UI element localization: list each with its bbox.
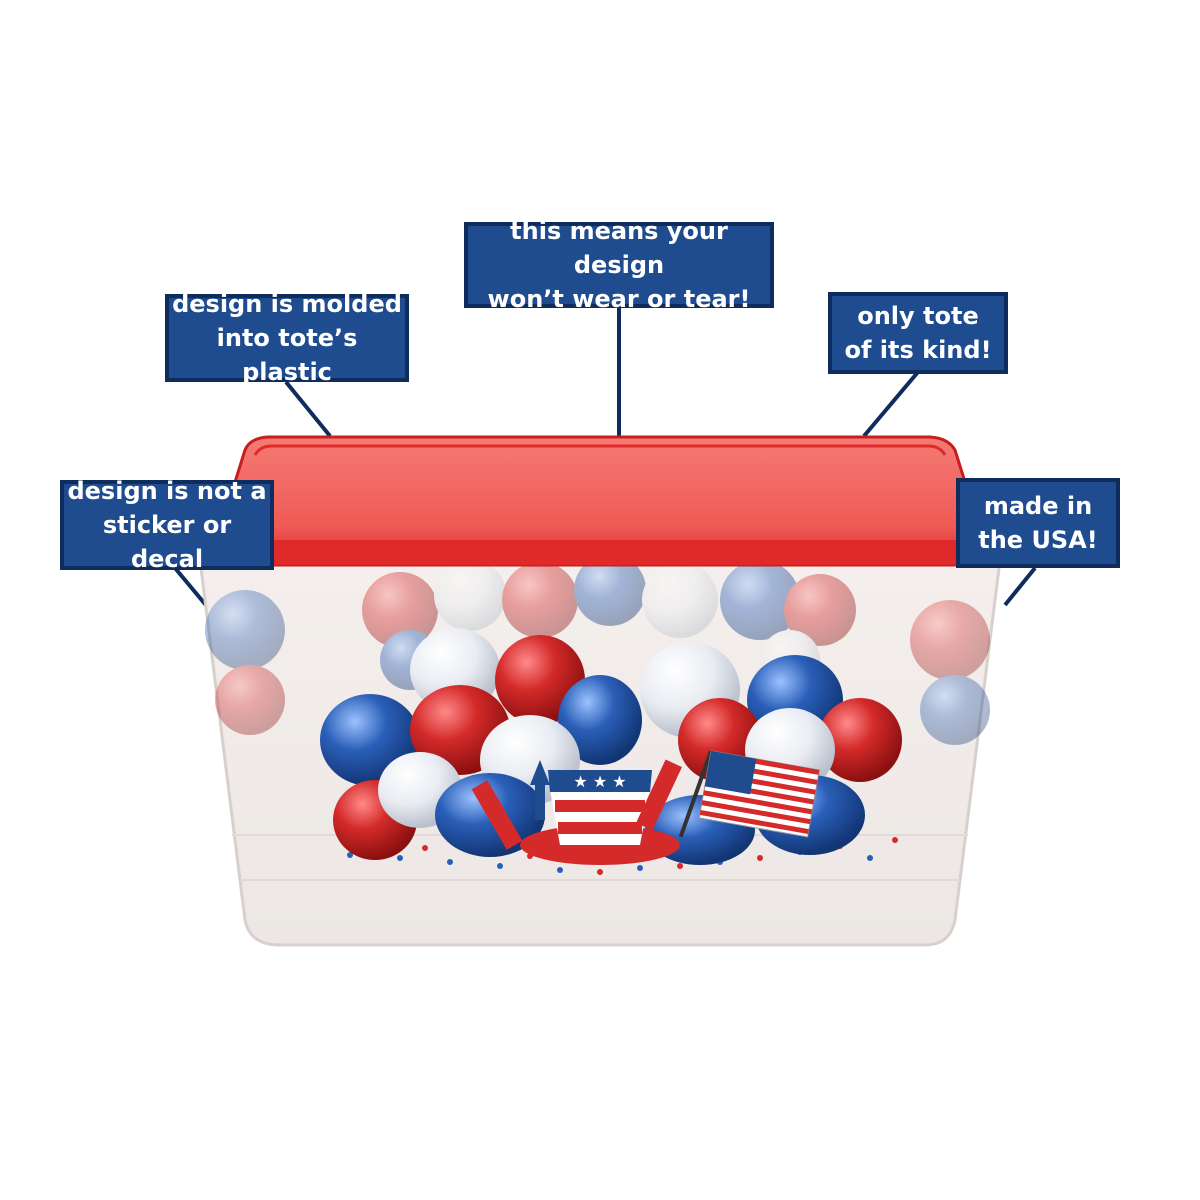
callout-only-line2: of its kind! <box>844 336 992 364</box>
firework-icon <box>471 759 682 850</box>
connector-usa <box>1003 566 1037 607</box>
tote-icon: ★ ★ ★ <box>198 554 1002 947</box>
flag-icon <box>678 750 820 838</box>
callout-molded-line1: design is molded <box>172 290 402 318</box>
callout-wear: this means your design won’t wear or tea… <box>466 217 772 313</box>
lid-icon <box>217 435 983 567</box>
callout-connectors <box>173 306 1037 612</box>
callout-molded: design is molded into tote’s plastic <box>167 290 407 386</box>
callout-molded-line2: into tote’s plastic <box>216 324 358 386</box>
callout-only: only tote of its kind! <box>830 294 1006 372</box>
svg-text:★ ★ ★: ★ ★ ★ <box>573 772 626 791</box>
connector-only <box>862 370 920 438</box>
callout-wear-line2: won’t wear or tear! <box>487 285 751 313</box>
callout-only-line1: only tote <box>857 302 979 330</box>
callout-sticker: design is not a sticker or decal <box>62 477 272 573</box>
callout-usa-line1: made in <box>983 492 1093 520</box>
callout-usa-line2: the USA! <box>978 526 1098 554</box>
callout-wear-line1: this means your design <box>510 217 728 279</box>
connector-molded <box>284 380 332 438</box>
callout-sticker-line2: sticker or decal <box>102 511 232 573</box>
callout-sticker-line1: design is not a <box>67 477 267 505</box>
callout-usa: made in the USA! <box>958 480 1118 566</box>
top-hat-icon: ★ ★ ★ <box>520 770 680 865</box>
